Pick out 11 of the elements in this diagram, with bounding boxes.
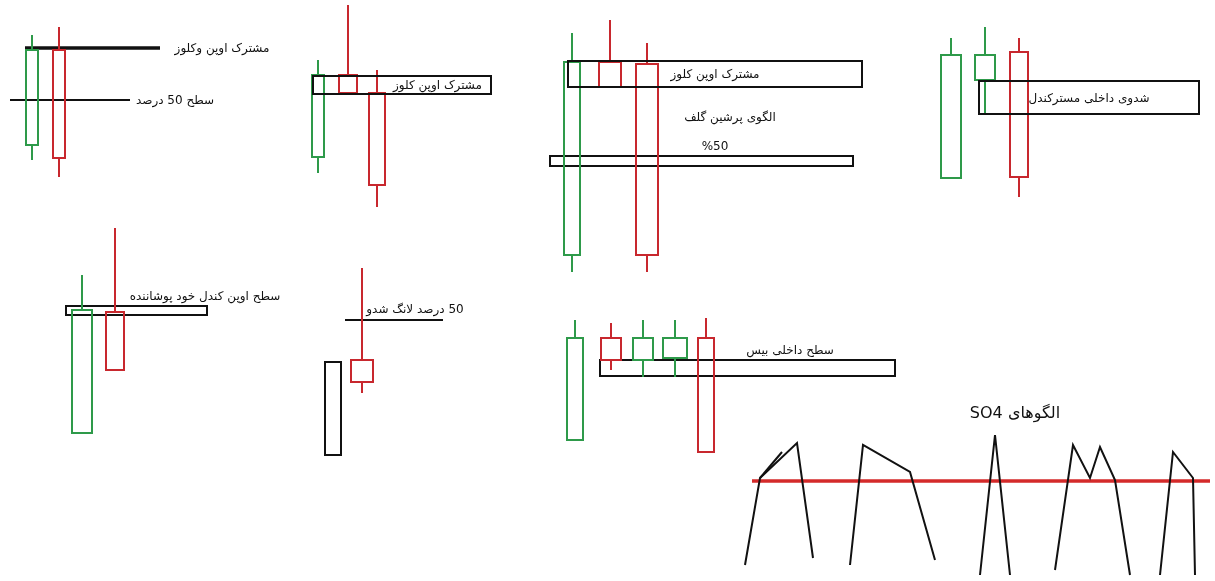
annotation-text: 50 درصد لانگ شدو [366,301,464,317]
level-box: مشترک اوپن کلوز [312,75,492,95]
annotation-text: الگوهای SO4 [969,403,1061,423]
annotation-text: سطح اوپن کندل خود پوشاننده [129,288,281,304]
level-box: مشترک اوپن کلوز [567,60,863,88]
level-box: شدوی داخلی مسترکندل [978,80,1200,115]
annotation-text: مشترک اوپن وکلوز [174,40,270,56]
annotation-text: الگوی پرشین گلف [684,109,776,125]
annotation-text: %50 [701,138,729,154]
annotation-text: سطح 50 درصد [135,92,215,108]
annotation-text: سطح داخلی بیس [746,342,834,358]
